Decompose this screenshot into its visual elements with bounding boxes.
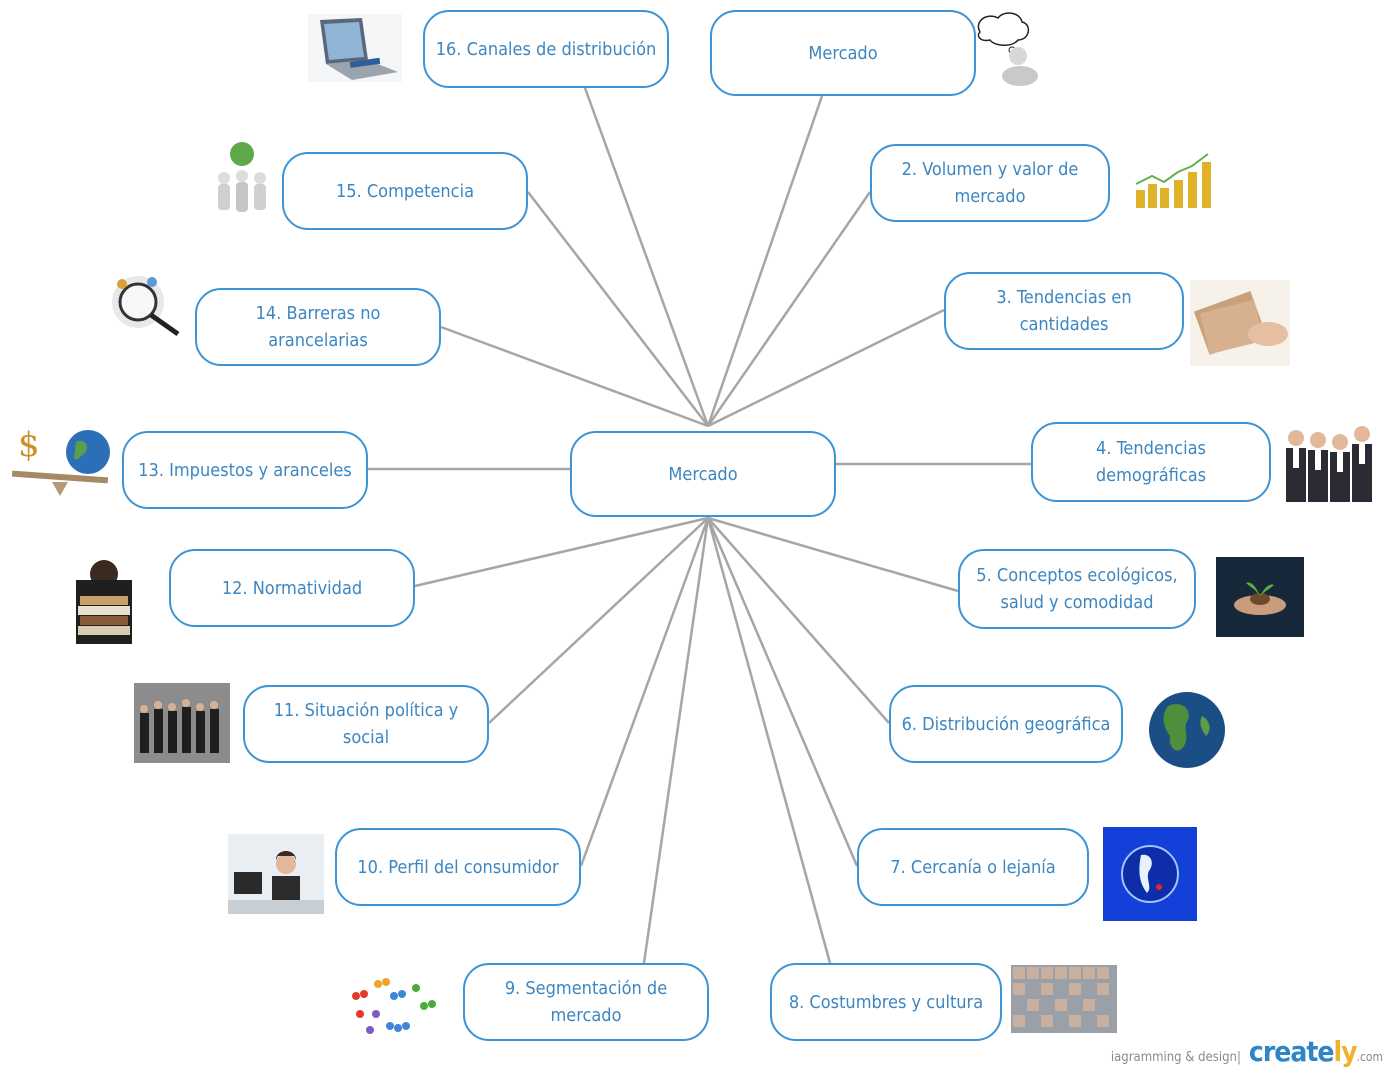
link-situacion-politica — [488, 517, 709, 724]
dollar-globe-scale-icon: $ — [8, 422, 112, 514]
node-distribucion-geografica[interactable]: 6. Distribución geográfica — [889, 685, 1123, 763]
link-normatividad — [414, 516, 709, 588]
link-volumen — [706, 191, 872, 427]
node-conceptos-ecologicos[interactable]: 5. Conceptos ecológicos, salud y comodid… — [958, 549, 1196, 629]
node-segmentacion-mercado[interactable]: 9. Segmentación de mercado — [463, 963, 709, 1041]
center-node-label: Mercado — [668, 463, 738, 485]
logo-main: create — [1248, 1035, 1335, 1068]
node-perfil-consumidor[interactable]: 10. Perfil del consumidor — [335, 828, 581, 906]
node-tendencias-demograficas[interactable]: 4. Tendencias demográficas — [1031, 422, 1271, 502]
center-node-mercado[interactable]: Mercado — [570, 431, 836, 517]
svg-text:$: $ — [18, 425, 40, 465]
coin-growth-chart-icon — [1130, 150, 1224, 212]
link-segmentacion — [642, 517, 710, 964]
link-mercado-top — [706, 95, 824, 427]
money-hand-icon — [1190, 280, 1290, 366]
thinking-figure-icon — [972, 10, 1042, 86]
node-mercado-top[interactable]: Mercado — [710, 10, 976, 96]
link-tendencias-cantidades — [707, 308, 945, 428]
laptop-icon — [308, 14, 402, 82]
node-label: 2. Volumen y valor de mercado — [901, 159, 1079, 207]
logo-accent: ly — [1333, 1035, 1357, 1068]
node-label: 9. Segmentación de mercado — [504, 978, 668, 1026]
books-icon — [60, 560, 148, 644]
node-normatividad[interactable]: 12. Normatividad — [169, 549, 415, 627]
node-impuestos-aranceles[interactable]: 13. Impuestos y aranceles — [122, 431, 368, 509]
node-label: 8. Costumbres y cultura — [788, 991, 984, 1013]
node-label: 10. Perfil del consumidor — [357, 856, 559, 878]
people-segments-icon — [340, 970, 440, 1054]
node-costumbres-cultura[interactable]: 8. Costumbres y cultura — [770, 963, 1002, 1041]
node-situacion-politica[interactable]: 11. Situación política y social — [243, 685, 489, 763]
node-label: 11. Situación política y social — [273, 700, 459, 748]
node-barreras-no-arancelarias[interactable]: 14. Barreras no arancelarias — [195, 288, 441, 366]
earth-globe-icon — [1146, 686, 1228, 774]
watermark-text: iagramming & design| — [1110, 1050, 1241, 1065]
node-label: 5. Conceptos ecológicos, salud y comodid… — [976, 565, 1178, 613]
node-label: Mercado — [808, 42, 878, 64]
watermark-domain: .com — [1356, 1050, 1383, 1064]
plant-in-hands-icon — [1216, 557, 1304, 637]
link-competencia — [527, 191, 709, 427]
node-label: 14. Barreras no arancelarias — [255, 303, 381, 351]
node-label: 16. Canales de distribución — [435, 38, 657, 60]
node-cercania-lejania[interactable]: 7. Cercanía o lejanía — [857, 828, 1089, 906]
blue-globe-icon — [1103, 827, 1197, 921]
link-costumbres-cultura — [706, 517, 832, 964]
node-label: 7. Cercanía o lejanía — [890, 856, 1056, 878]
link-cercania-lejania — [706, 517, 859, 867]
creately-logo: creately — [1248, 1035, 1358, 1068]
business-people-icon — [1282, 418, 1378, 502]
node-label: 13. Impuestos y aranceles — [138, 459, 352, 481]
node-label: 4. Tendencias demográficas — [1095, 438, 1207, 486]
link-conceptos-ecologicos — [707, 516, 959, 593]
faces-collage-icon — [1011, 965, 1117, 1033]
node-label: 3. Tendencias en cantidades — [996, 287, 1132, 335]
node-label: 6. Distribución geográfica — [901, 713, 1111, 735]
creately-watermark: iagramming & design| creately .com — [1111, 1035, 1383, 1068]
node-competencia[interactable]: 15. Competencia — [282, 152, 528, 230]
node-label: 12. Normatividad — [221, 577, 363, 599]
link-perfil-consumidor — [579, 517, 710, 867]
node-volumen-valor[interactable]: 2. Volumen y valor de mercado — [870, 144, 1110, 222]
link-distribucion-geografica — [707, 517, 890, 724]
office-woman-icon — [228, 834, 324, 914]
node-canales-distribucion[interactable]: 16. Canales de distribución — [423, 10, 669, 88]
team-globe-icon — [210, 140, 274, 222]
link-barreras — [440, 325, 709, 428]
node-tendencias-cantidades[interactable]: 3. Tendencias en cantidades — [944, 272, 1184, 350]
business-crowd-icon — [134, 683, 230, 763]
node-label: 15. Competencia — [335, 180, 475, 202]
link-canales — [583, 87, 710, 427]
magnifier-icon — [104, 268, 186, 342]
